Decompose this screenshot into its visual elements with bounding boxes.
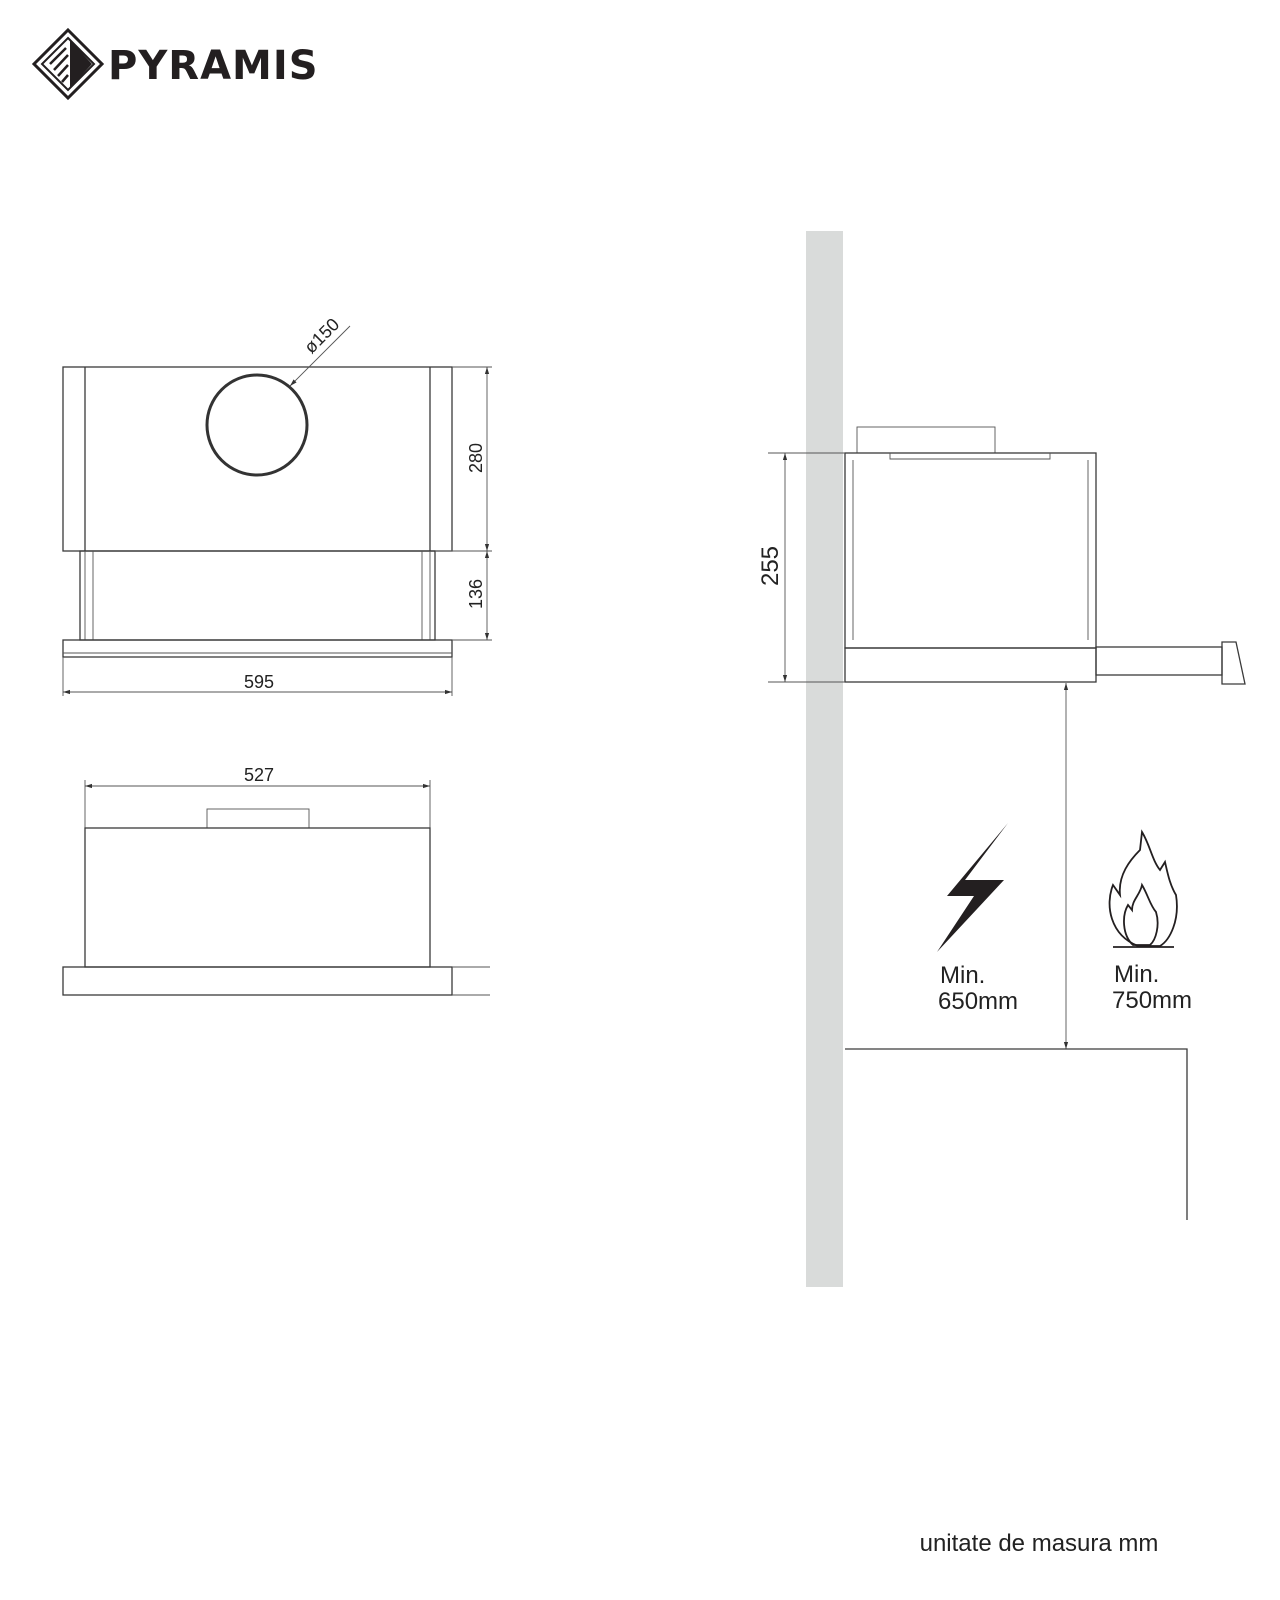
electric-hob-clearance: Min. 650mm (937, 823, 1018, 1015)
duct-outlet (205, 373, 309, 477)
side-view: 255 Min. 650mm Min. 750mm (757, 231, 1246, 1287)
dim-height-136: 136 (466, 579, 486, 609)
units-note: unitate de masura mm (920, 1530, 1159, 1557)
clearance-label: Min. (1114, 961, 1159, 988)
brand-name: PYRAMIS (108, 43, 319, 89)
dim-height-280: 280 (466, 443, 486, 473)
wall (806, 231, 843, 1287)
front-view: 595 280 136 ø150 (62, 314, 492, 696)
dim-width-595: 595 (244, 672, 274, 692)
clearance-label: Min. (940, 962, 985, 989)
clearance-value: 750mm (1112, 987, 1192, 1014)
gas-hob-clearance: Min. 750mm (1108, 829, 1192, 1014)
pyramis-diamond-icon (31, 27, 105, 101)
flame-icon (1108, 829, 1178, 948)
lightning-icon (937, 823, 1008, 952)
dim-width-527: 527 (244, 765, 274, 785)
dim-height-255: 255 (757, 546, 784, 586)
pyramis-logo: PYRAMIS (31, 27, 319, 101)
top-view: 527 (62, 765, 490, 996)
dim-duct-150: ø150 (300, 314, 343, 357)
clearance-value: 650mm (938, 988, 1018, 1015)
